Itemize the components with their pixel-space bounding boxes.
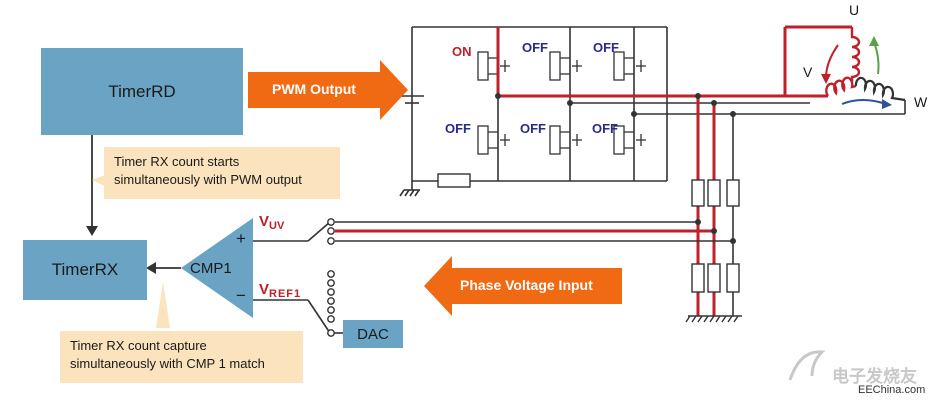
note-count-capture: Timer RX count capture simultaneously wi… bbox=[60, 331, 303, 383]
motor-coil-v bbox=[825, 76, 857, 97]
switch-label-bottom-mid: OFF bbox=[520, 121, 546, 136]
battery-icon bbox=[400, 95, 424, 104]
arrow-head-down bbox=[86, 226, 98, 236]
comparator-plus-pin: + bbox=[236, 229, 246, 248]
comparator-triangle bbox=[181, 218, 253, 318]
switch-label-bottom-right: OFF bbox=[592, 121, 618, 136]
vuv-label: VUV bbox=[259, 213, 284, 232]
timer-arrows bbox=[91, 135, 181, 269]
comparator-label: CMP1 bbox=[190, 260, 232, 277]
note-count-capture-line2: simultaneously with CMP 1 match bbox=[70, 356, 265, 371]
mosfet-switches bbox=[477, 51, 646, 155]
motor-coil-u bbox=[850, 27, 861, 82]
ground-icons-divider bbox=[685, 315, 742, 323]
switch-label-top-mid: OFF bbox=[522, 40, 548, 55]
vuv-main: V bbox=[259, 213, 270, 230]
selector-contacts bbox=[327, 218, 335, 337]
current-arrow-blue bbox=[841, 99, 887, 105]
ground-icon-inverter bbox=[399, 181, 420, 197]
vref-label: VREF1 bbox=[259, 281, 301, 300]
timer-rx-block: TimerRX bbox=[23, 240, 147, 300]
selector-lines bbox=[253, 221, 733, 334]
switch-label-top-right: OFF bbox=[593, 40, 619, 55]
comparator-minus-pin: − bbox=[236, 286, 246, 305]
note-count-start: Timer RX count starts simultaneously wit… bbox=[104, 147, 340, 199]
dac-block: DAC bbox=[343, 320, 403, 348]
watermark-site-text: EEChina.com bbox=[858, 384, 926, 396]
pwm-output-label: PWM Output bbox=[272, 81, 356, 97]
note-count-start-line2: simultaneously with PWM output bbox=[114, 172, 302, 187]
motor-phase-u-label: U bbox=[849, 2, 860, 18]
pwm-output-arrow bbox=[248, 60, 408, 120]
note-count-capture-line1: Timer RX count capture bbox=[70, 338, 207, 353]
motor-phase-v-label: V bbox=[803, 64, 813, 80]
switch-label-bottom-left: OFF bbox=[445, 121, 471, 136]
phase-voltage-input-arrow bbox=[424, 256, 622, 316]
vuv-sub: UV bbox=[269, 220, 285, 232]
current-arrow-red bbox=[825, 44, 839, 79]
vref-main: V bbox=[259, 281, 270, 298]
callout-pointer-start bbox=[92, 175, 105, 186]
vref-sub: REF1 bbox=[269, 288, 302, 300]
shunt-resistor bbox=[437, 173, 471, 188]
divider-resistors bbox=[691, 179, 740, 293]
motor-coil-w bbox=[854, 76, 906, 102]
note-count-start-line1: Timer RX count starts bbox=[114, 154, 240, 169]
arrow-head-left bbox=[146, 262, 156, 274]
watermark-logo-text: 电子发烧友 bbox=[832, 367, 917, 386]
watermark-logo-icon bbox=[788, 350, 826, 381]
phase-voltage-input-label: Phase Voltage Input bbox=[460, 277, 593, 293]
current-arrow-green bbox=[873, 41, 880, 75]
timer-rd-block: TimerRD bbox=[41, 48, 243, 135]
callout-pointer-capture bbox=[156, 282, 170, 328]
motor-phase-w-label: W bbox=[914, 94, 928, 110]
junction-dots bbox=[495, 93, 736, 244]
switch-label-top-left: ON bbox=[452, 44, 472, 59]
